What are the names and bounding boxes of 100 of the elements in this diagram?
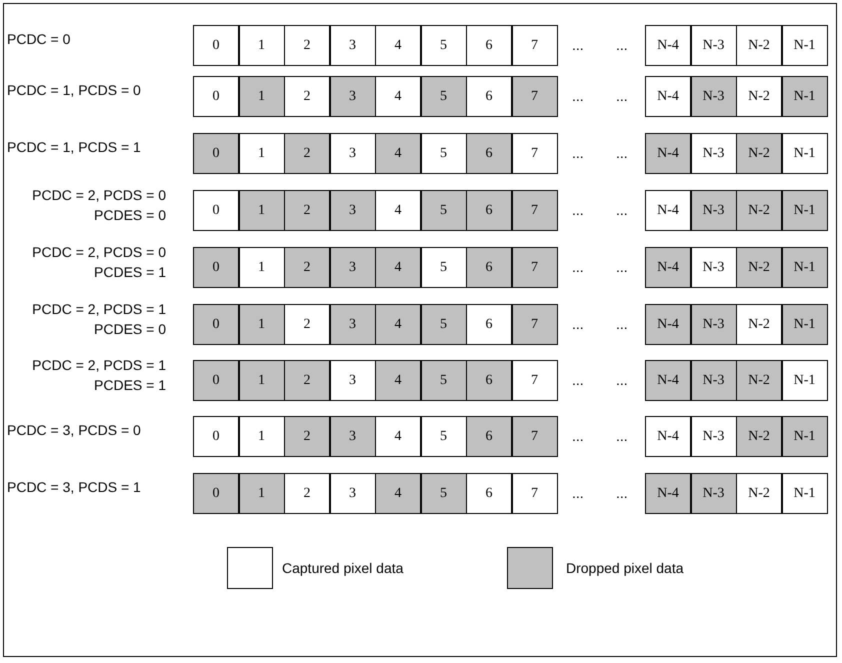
- ellipsis: ...: [572, 88, 584, 104]
- dropped-pixel-cell: 6: [466, 190, 512, 231]
- captured-pixel-cell: 2: [284, 304, 330, 345]
- dropped-pixel-cell: N-1: [782, 416, 828, 457]
- ellipsis: ...: [572, 259, 584, 275]
- row-label: PCDC = 1, PCDS = 0: [7, 82, 141, 98]
- dropped-pixel-cell: 7: [512, 190, 558, 231]
- captured-pixel-cell: 2: [284, 76, 330, 117]
- captured-pixel-cell: 5: [420, 25, 466, 66]
- ellipsis: ...: [572, 145, 584, 161]
- row-label: PCDES = 1: [94, 377, 166, 393]
- captured-pixel-cell: 0: [193, 25, 239, 66]
- dropped-pixel-cell: 5: [420, 473, 466, 514]
- captured-pixel-cell: N-3: [690, 247, 736, 288]
- ellipsis: ...: [616, 88, 628, 104]
- captured-pixel-cell: 1: [238, 25, 284, 66]
- dropped-pixel-cell: 3: [330, 190, 376, 231]
- dropped-pixel-cell: N-3: [690, 190, 736, 231]
- dropped-pixel-cell: N-1: [782, 304, 828, 345]
- dropped-pixel-cell: N-4: [645, 247, 691, 288]
- dropped-pixel-cell: 0: [193, 473, 239, 514]
- dropped-pixel-cell: N-4: [645, 360, 691, 401]
- dropped-pixel-cell: 2: [284, 247, 330, 288]
- dropped-pixel-cell: 1: [238, 190, 284, 231]
- captured-pixel-cell: 1: [238, 416, 284, 457]
- captured-pixel-cell: 6: [466, 304, 512, 345]
- captured-pixel-cell: 7: [512, 360, 558, 401]
- row-label: PCDC = 2, PCDS = 1: [32, 357, 166, 373]
- dropped-pixel-cell: 7: [512, 304, 558, 345]
- row-label: PCDC = 3, PCDS = 0: [7, 422, 141, 438]
- legend-label: Captured pixel data: [282, 560, 404, 576]
- dropped-pixel-cell: 3: [330, 416, 376, 457]
- captured-pixel-cell: N-2: [736, 76, 782, 117]
- captured-pixel-cell: 5: [420, 247, 466, 288]
- row-label: PCDES = 0: [94, 321, 166, 337]
- captured-pixel-cell: 0: [193, 416, 239, 457]
- ellipsis: ...: [616, 259, 628, 275]
- ellipsis: ...: [572, 428, 584, 444]
- dropped-pixel-cell: 2: [284, 190, 330, 231]
- dropped-pixel-cell: 4: [375, 133, 421, 174]
- ellipsis: ...: [616, 202, 628, 218]
- dropped-pixel-cell: 6: [466, 360, 512, 401]
- captured-pixel-cell: 4: [375, 416, 421, 457]
- dropped-pixel-cell: N-3: [690, 360, 736, 401]
- ellipsis: ...: [572, 372, 584, 388]
- captured-pixel-cell: 1: [238, 133, 284, 174]
- captured-pixel-cell: N-3: [690, 133, 736, 174]
- captured-pixel-cell: N-1: [782, 25, 828, 66]
- row-label: PCDC = 0: [7, 31, 70, 47]
- captured-pixel-cell: 6: [466, 76, 512, 117]
- dropped-pixel-cell: 3: [330, 247, 376, 288]
- dropped-pixel-cell: 0: [193, 133, 239, 174]
- captured-pixel-cell: N-4: [645, 190, 691, 231]
- dropped-pixel-cell: N-4: [645, 133, 691, 174]
- dropped-pixel-cell: N-1: [782, 190, 828, 231]
- dropped-pixel-cell: 5: [420, 360, 466, 401]
- captured-pixel-cell: 3: [330, 133, 376, 174]
- row-label: PCDC = 2, PCDS = 1: [32, 301, 166, 317]
- captured-pixel-cell: N-4: [645, 25, 691, 66]
- dropped-pixel-cell: N-1: [782, 247, 828, 288]
- captured-pixel-cell: 5: [420, 133, 466, 174]
- captured-pixel-cell: N-1: [782, 473, 828, 514]
- dropped-pixel-cell: 5: [420, 304, 466, 345]
- captured-pixel-cell: 0: [193, 76, 239, 117]
- captured-pixel-cell: 7: [512, 133, 558, 174]
- row-label: PCDC = 3, PCDS = 1: [7, 479, 141, 495]
- dropped-pixel-cell: 1: [238, 473, 284, 514]
- ellipsis: ...: [572, 202, 584, 218]
- dropped-pixel-cell: 1: [238, 360, 284, 401]
- dropped-pixel-cell: N-2: [736, 360, 782, 401]
- captured-pixel-cell: 5: [420, 416, 466, 457]
- dropped-pixel-cell: N-2: [736, 416, 782, 457]
- ellipsis: ...: [572, 37, 584, 53]
- dropped-pixel-cell: 4: [375, 247, 421, 288]
- dropped-pixel-cell: 0: [193, 247, 239, 288]
- captured-pixel-cell: 6: [466, 25, 512, 66]
- dropped-pixel-cell: 3: [330, 304, 376, 345]
- captured-pixel-cell: 4: [375, 25, 421, 66]
- dropped-pixel-cell: 5: [420, 190, 466, 231]
- legend-label: Dropped pixel data: [566, 560, 684, 576]
- dropped-pixel-cell: 0: [193, 304, 239, 345]
- dropped-pixel-cell: N-2: [736, 133, 782, 174]
- row-label: PCDC = 2, PCDS = 0: [32, 244, 166, 260]
- captured-pixel-cell: 2: [284, 25, 330, 66]
- captured-pixel-cell: N-4: [645, 416, 691, 457]
- captured-pixel-cell: 2: [284, 473, 330, 514]
- dropped-pixel-cell: 6: [466, 133, 512, 174]
- captured-pixel-cell: 0: [193, 190, 239, 231]
- row-label: PCDC = 2, PCDS = 0: [32, 187, 166, 203]
- dropped-pixel-cell: N-4: [645, 473, 691, 514]
- dropped-pixel-cell: 1: [238, 76, 284, 117]
- row-label: PCDES = 1: [94, 264, 166, 280]
- ellipsis: ...: [616, 145, 628, 161]
- dropped-pixel-cell: 7: [512, 76, 558, 117]
- dropped-pixel-cell: 2: [284, 416, 330, 457]
- captured-pixel-cell: N-3: [690, 25, 736, 66]
- dropped-pixel-cell: 0: [193, 360, 239, 401]
- captured-pixel-cell: 4: [375, 76, 421, 117]
- ellipsis: ...: [572, 485, 584, 501]
- dropped-pixel-cell: 4: [375, 473, 421, 514]
